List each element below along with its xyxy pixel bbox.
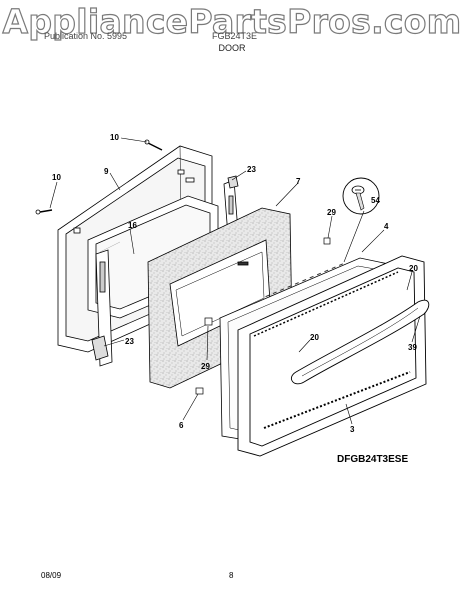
callout-3: 3 xyxy=(350,425,355,434)
callout-9: 9 xyxy=(104,167,109,176)
door-handle xyxy=(291,299,430,385)
callout-7: 7 xyxy=(296,177,301,186)
callout-23-upper: 23 xyxy=(247,165,256,174)
footer-date: 08/09 xyxy=(41,571,62,580)
screw-detail xyxy=(342,177,380,215)
callout-20-right: 20 xyxy=(409,264,418,273)
watermark-logo: AppliancePartsPros.com xyxy=(2,1,462,41)
callout-20-lower: 20 xyxy=(310,333,319,342)
model-header: FGB24T3E xyxy=(212,31,258,41)
footer-page-number: 8 xyxy=(229,571,234,580)
publication-number: Publication No. 5995 xyxy=(44,31,128,41)
callout-6: 6 xyxy=(179,421,184,430)
callout-29-lower: 29 xyxy=(201,362,210,371)
callout-29-right: 29 xyxy=(327,208,336,217)
callout-16: 16 xyxy=(128,221,137,230)
section-title: DOOR xyxy=(218,43,246,53)
leader-lines xyxy=(49,137,421,425)
callout-10-left: 10 xyxy=(52,173,61,182)
callout-54: 54 xyxy=(371,196,380,205)
screws-10 xyxy=(35,139,163,215)
callout-10-upper: 10 xyxy=(110,133,119,142)
callout-4: 4 xyxy=(384,222,389,231)
model-number: DFGB24T3ESE xyxy=(337,454,409,465)
callout-23-lower: 23 xyxy=(125,337,134,346)
callout-39: 39 xyxy=(408,343,417,352)
hinge-lower-left xyxy=(91,249,113,367)
